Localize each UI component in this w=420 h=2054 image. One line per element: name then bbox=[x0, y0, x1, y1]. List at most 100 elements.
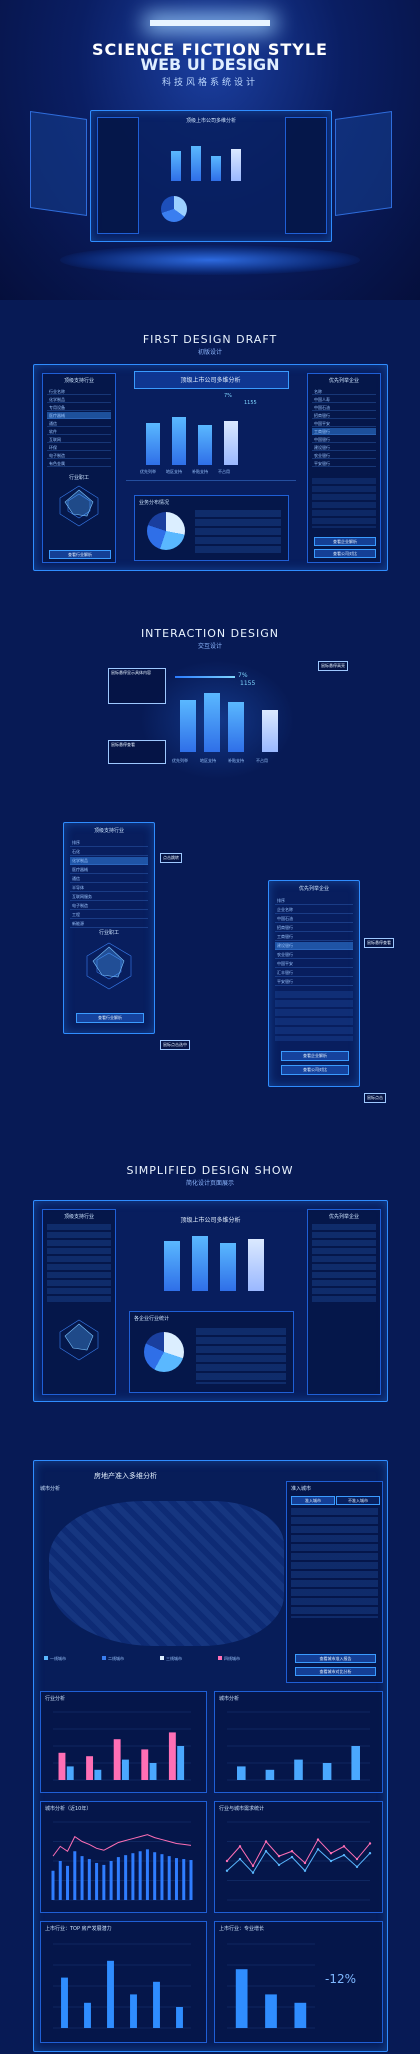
draft-right-info bbox=[312, 478, 376, 528]
simp-radar-chart bbox=[59, 1319, 99, 1361]
list-item[interactable]: 互联网 bbox=[47, 436, 111, 443]
data-point bbox=[368, 1852, 372, 1855]
draft-right-button-2[interactable]: 查看公司对比 bbox=[314, 549, 376, 558]
list-item[interactable]: 建设银行 bbox=[275, 942, 353, 950]
list-item[interactable]: 互联网服务 bbox=[70, 893, 148, 901]
draft-left-panel: 顶级支持行业 行业名称化学制品专用设备医疗器械通信软件互联网环保电子制造有色金属… bbox=[42, 373, 116, 563]
dash-chart3-panel: 城市分析（近10年） bbox=[40, 1801, 207, 1913]
ix-left-button[interactable]: 查看行业解析 bbox=[76, 1013, 144, 1023]
list-item[interactable]: 中国人寿 bbox=[312, 396, 376, 403]
simp-pie-table bbox=[196, 1328, 286, 1384]
simp-bar bbox=[220, 1243, 236, 1291]
list-item[interactable]: 医疗器械 bbox=[47, 412, 111, 419]
list-item[interactable]: 化学制品 bbox=[47, 396, 111, 403]
simp-bar bbox=[192, 1236, 208, 1291]
data-point bbox=[329, 1859, 333, 1863]
series-line bbox=[52, 1834, 192, 1857]
dash-side-button-1[interactable]: 查看城市准入报告 bbox=[295, 1654, 376, 1663]
list-item[interactable]: 农业银行 bbox=[312, 452, 376, 459]
list-item[interactable]: 工商银行 bbox=[275, 933, 353, 941]
simp-bar bbox=[164, 1241, 180, 1291]
list-item[interactable]: 工商银行 bbox=[312, 428, 376, 435]
ix-value-b: 1155 bbox=[240, 680, 256, 687]
list-item[interactable]: 平安银行 bbox=[275, 978, 353, 986]
dash-chart4-panel: 行业与城市需求统计 bbox=[214, 1801, 383, 1913]
bar-mark bbox=[94, 1769, 102, 1780]
list-item[interactable]: 中国石油 bbox=[312, 404, 376, 411]
bar-label: 不占用 bbox=[218, 469, 230, 474]
list-item[interactable]: 中国银行 bbox=[312, 436, 376, 443]
list-item[interactable]: 中国石油 bbox=[275, 915, 353, 923]
list-item[interactable]: 电子制造 bbox=[47, 452, 111, 459]
ix-callout-top-right: 鼠标悬停高亮 bbox=[318, 661, 348, 671]
list-item[interactable]: 新能源 bbox=[70, 920, 148, 928]
list-item[interactable]: 软件 bbox=[47, 428, 111, 435]
list-item[interactable]: 建设银行 bbox=[312, 444, 376, 451]
bar-mark bbox=[237, 1766, 246, 1780]
list-item[interactable]: 招商银行 bbox=[312, 412, 376, 419]
list-item[interactable]: 中国平安 bbox=[275, 960, 353, 968]
data-point bbox=[316, 1848, 320, 1851]
dash-chart6-panel: 上市行业：专业增长 -12% bbox=[214, 1921, 383, 2043]
bar-mark bbox=[265, 1994, 277, 2028]
list-item[interactable]: 石化 bbox=[70, 848, 148, 856]
dash-chart1-title: 行业分析 bbox=[45, 1696, 66, 1702]
draft-frame: 顶级支持行业 行业名称化学制品专用设备医疗器械通信软件互联网环保电子制造有色金属… bbox=[33, 364, 388, 571]
dash-side-tab-2[interactable]: 不准入城市 bbox=[336, 1496, 380, 1505]
ix-bar bbox=[262, 710, 278, 752]
list-item[interactable]: 中国平安 bbox=[312, 420, 376, 427]
list-item[interactable]: 农业银行 bbox=[275, 951, 353, 959]
simp-right-panel: 优先列举企业 bbox=[307, 1209, 381, 1395]
hero-subtitle: WEB UI DESIGN bbox=[140, 55, 280, 74]
list-item[interactable]: 医疗器械 bbox=[70, 866, 148, 874]
dash-side-panel: 准入城市 准入城市 不准入城市 查看城市准入报告 查看城市对比分析 bbox=[286, 1481, 383, 1683]
bar-mark bbox=[80, 1856, 84, 1900]
bar-mark bbox=[177, 1746, 185, 1780]
simp-pie-chart bbox=[144, 1332, 184, 1372]
ix-left-panel: 顶级支持行业 排序石化化学制品医疗器械通信半导体互联网服务电子制造工程新能源 行… bbox=[63, 822, 155, 1034]
draft-title: 顶级上市公司多维分析 bbox=[180, 377, 241, 384]
list-item[interactable]: 电子制造 bbox=[70, 902, 148, 910]
bar-mark bbox=[58, 1752, 66, 1780]
series-line bbox=[226, 1838, 371, 1867]
data-point bbox=[342, 1853, 346, 1857]
list-item: 排序 bbox=[275, 897, 353, 905]
section-title-first: FIRST DESIGN DRAFT bbox=[142, 333, 278, 346]
draft-bar bbox=[198, 425, 212, 465]
list-item[interactable]: 企业名称 bbox=[275, 906, 353, 914]
dash-map-label: 城市分析 bbox=[40, 1486, 61, 1492]
list-item: 行业名称 bbox=[47, 388, 111, 395]
bar-mark bbox=[145, 1849, 149, 1900]
list-item[interactable]: 有色金属 bbox=[47, 460, 111, 467]
list-item[interactable]: 通信 bbox=[70, 875, 148, 883]
section-title-simplified: SIMPLIFIED DESIGN SHOW bbox=[126, 1164, 294, 1177]
ix-right-button-2[interactable]: 查看公司对比 bbox=[281, 1065, 349, 1075]
list-item[interactable]: 通信 bbox=[47, 420, 111, 427]
dashboard-frame: 房地产准入多维分析 城市分析 一线城市二线城市三线城市四线城市 准入城市 准入城… bbox=[33, 1460, 388, 2052]
list-item[interactable]: 招商银行 bbox=[275, 924, 353, 932]
bar-mark bbox=[189, 1860, 193, 1900]
bar-mark bbox=[130, 1994, 137, 2028]
list-item[interactable]: 工程 bbox=[70, 911, 148, 919]
bar-mark bbox=[84, 2002, 91, 2028]
list-item[interactable]: 半导体 bbox=[70, 884, 148, 892]
ix-right-button-1[interactable]: 查看企业解析 bbox=[281, 1051, 349, 1061]
list-item[interactable]: 环保 bbox=[47, 444, 111, 451]
list-item[interactable]: 汇丰银行 bbox=[275, 969, 353, 977]
dash-chart3 bbox=[51, 1821, 193, 1901]
ix-callout-left-list: 点击跳转 bbox=[160, 853, 182, 863]
list-item[interactable]: 专用设备 bbox=[47, 404, 111, 411]
data-point bbox=[368, 1842, 372, 1845]
dash-side-tab-1[interactable]: 准入城市 bbox=[291, 1496, 335, 1505]
dash-side-button-2[interactable]: 查看城市对比分析 bbox=[295, 1667, 376, 1676]
hero-mockup-bar bbox=[191, 146, 201, 181]
draft-right-button-1[interactable]: 查看企业解析 bbox=[314, 537, 376, 546]
list-item[interactable]: 化学制品 bbox=[70, 857, 148, 865]
data-point bbox=[303, 1861, 307, 1865]
dash-chart2-title: 城市分析 bbox=[219, 1696, 240, 1702]
list-item[interactable]: 平安银行 bbox=[312, 460, 376, 467]
bar-mark bbox=[294, 1759, 303, 1780]
draft-left-button[interactable]: 查看行业解析 bbox=[49, 550, 111, 559]
bar-mark bbox=[265, 1769, 275, 1780]
hero-mockup-pie bbox=[161, 196, 187, 222]
